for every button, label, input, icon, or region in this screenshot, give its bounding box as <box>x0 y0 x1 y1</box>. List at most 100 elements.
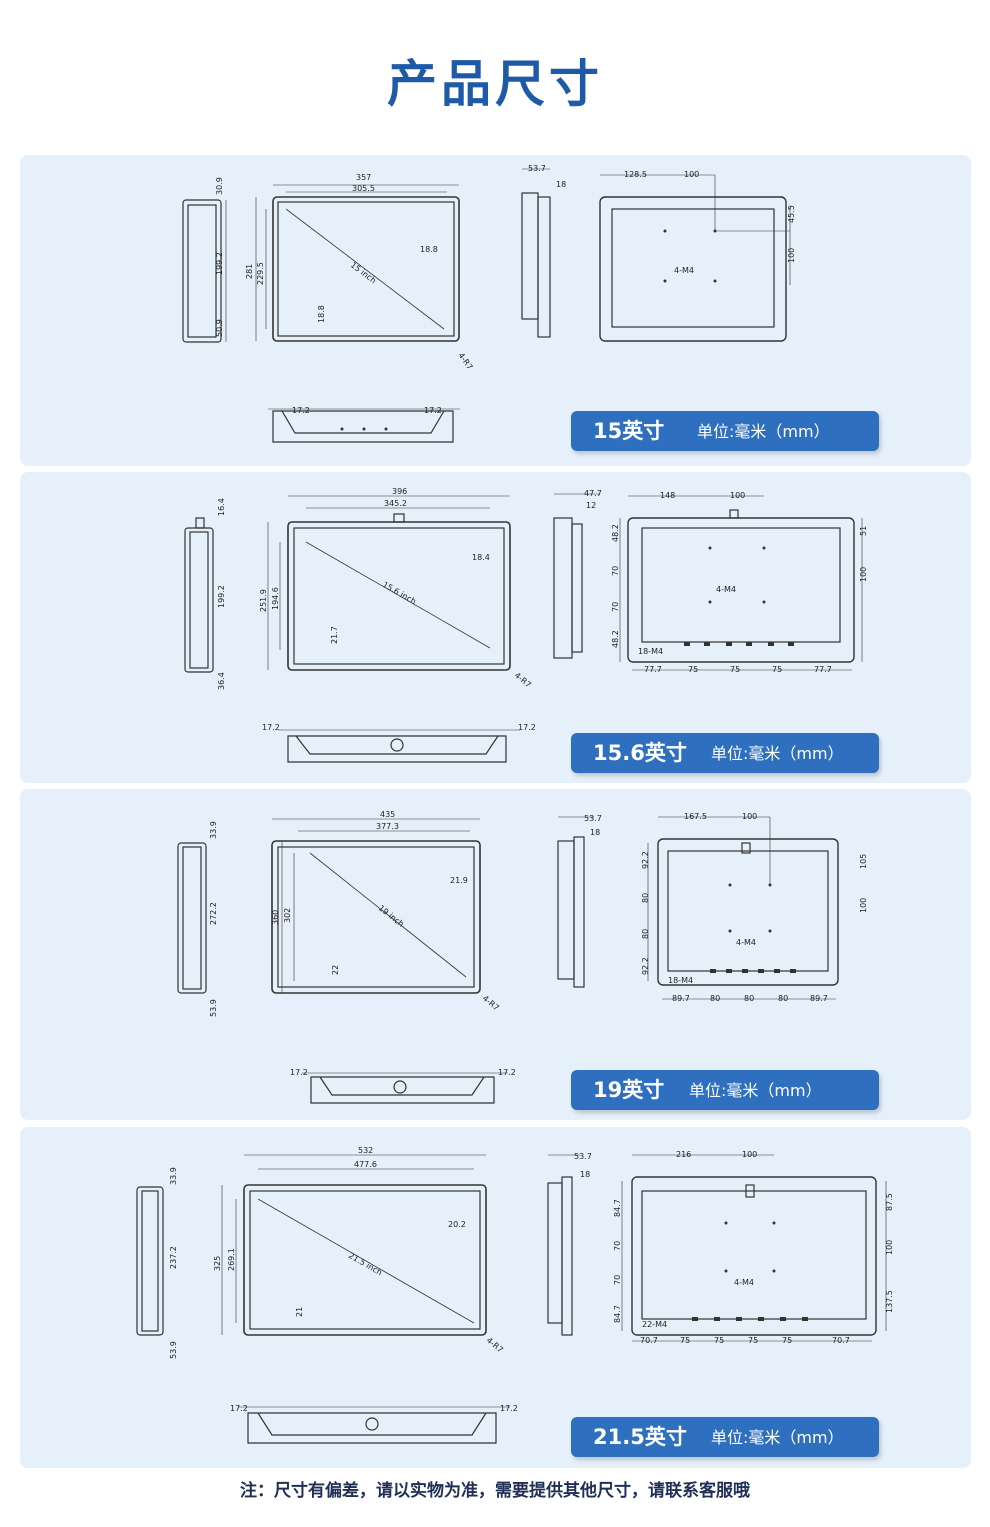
holes-label: 22-M4 <box>642 1320 667 1329</box>
dim-bot-3: 75 <box>730 665 740 674</box>
dim-bot-3: 80 <box>744 994 754 1003</box>
panel-15-inch: 30.9 199.2 50.9 357 305.5 281 229.5 18.8… <box>20 155 971 466</box>
dim-back-right-bot: 137.5 <box>885 1290 894 1313</box>
size-badge-15: 15英寸 单位:毫米（mm） <box>571 411 879 451</box>
holes-label: 18-M4 <box>638 647 663 656</box>
dim-view-width: 305.5 <box>352 184 375 193</box>
size-badge-19: 19英寸 单位:毫米（mm） <box>571 1070 879 1110</box>
dim-back-left-2: 70 <box>613 1241 622 1251</box>
dim-back-left-3: 70 <box>611 602 620 612</box>
dim-bot-5: 89.7 <box>810 994 828 1003</box>
dim-back-left: 167.5 <box>684 812 707 821</box>
dim-depth-bezel: 12 <box>586 501 596 510</box>
dim-back-left-2: 80 <box>641 893 650 903</box>
size-label: 15英寸 <box>593 419 665 443</box>
drawing-15-6-inch: 16.4 199.2 36.4 396 345.2 251.9 194.6 18… <box>184 487 868 763</box>
dim-back-left-1: 84.7 <box>613 1199 622 1217</box>
dim-side-bot: 36.4 <box>217 672 226 690</box>
dim-border-right: 21.9 <box>450 876 468 885</box>
dim-border-bottom: 22 <box>331 965 340 975</box>
dim-width: 435 <box>380 810 395 819</box>
dim-width: 357 <box>356 173 371 182</box>
dim-view-width: 377.3 <box>376 822 399 831</box>
dim-bottom-left: 17.2 <box>230 1404 248 1413</box>
dim-bottom-right: 17.2 <box>498 1068 516 1077</box>
dim-back-right-top: 87.5 <box>885 1193 894 1211</box>
page-title: 产品尺寸 <box>387 55 603 113</box>
dim-bot-2: 75 <box>688 665 698 674</box>
dim-bot-6: 70.7 <box>832 1336 850 1345</box>
dim-back-left-3: 80 <box>641 929 650 939</box>
dim-bot-3: 75 <box>714 1336 724 1345</box>
dim-back-left: 216 <box>676 1150 691 1159</box>
unit-label: 单位:毫米（mm） <box>711 744 844 763</box>
holes-label: 18-M4 <box>668 976 693 985</box>
dim-back-left-4: 48.2 <box>611 630 620 648</box>
dim-side-top: 33.9 <box>209 821 218 839</box>
footer-note: 注：尺寸有偏差，请以实物为准，需要提供其他尺寸，请联系客服哦 <box>240 1481 750 1501</box>
dim-height: 251.9 <box>259 589 268 612</box>
dim-height: 281 <box>245 264 254 279</box>
dim-side-bot: 53.9 <box>209 999 218 1017</box>
unit-label: 单位:毫米（mm） <box>697 422 830 441</box>
dim-border-right: 18.8 <box>420 245 438 254</box>
vesa-label: 4-M4 <box>734 1278 754 1287</box>
diag-label: 15 inch <box>349 260 378 285</box>
dim-view-width: 345.2 <box>384 499 407 508</box>
dim-height: 360 <box>271 910 280 925</box>
dim-bottom-right: 17.2 <box>424 406 442 415</box>
dim-back-left-1: 48.2 <box>611 524 620 542</box>
dim-bot-2: 75 <box>680 1336 690 1345</box>
dim-border-right: 20.2 <box>448 1220 466 1229</box>
panel-21-5-inch: 33.9 237.2 53.9 532 477.6 325 269.1 20.2… <box>20 1127 971 1468</box>
dim-back-left: 128.5 <box>624 170 647 179</box>
dim-depth: 53.7 <box>584 814 602 823</box>
dim-bot-5: 75 <box>782 1336 792 1345</box>
dim-depth: 53.7 <box>574 1152 592 1161</box>
dim-depth-bezel: 18 <box>556 180 566 189</box>
dim-border-bottom: 21.7 <box>330 626 339 644</box>
dim-back-left-4: 92.2 <box>641 957 650 975</box>
dim-bot-1: 70.7 <box>640 1336 658 1345</box>
size-badge-15-6: 15.6英寸 单位:毫米（mm） <box>571 733 879 773</box>
diag-label: 15.6 inch <box>381 580 418 606</box>
radius-label: 4-R7 <box>456 351 474 371</box>
dim-bot-4: 80 <box>778 994 788 1003</box>
vesa-label: 4-M4 <box>674 266 694 275</box>
dim-depth: 53.7 <box>528 164 546 173</box>
dim-side-top: 30.9 <box>215 177 224 195</box>
dim-depth-bezel: 18 <box>590 828 600 837</box>
dim-bottom-left: 17.2 <box>262 723 280 732</box>
radius-label: 4-R7 <box>481 994 501 1013</box>
dim-bot-5: 77.7 <box>814 665 832 674</box>
dim-bot-4: 75 <box>772 665 782 674</box>
dim-border-right: 18.4 <box>472 553 490 562</box>
dim-side-mid: 199.2 <box>217 585 226 608</box>
dim-side-top: 16.4 <box>217 498 226 516</box>
drawing-19-inch: 33.9 272.2 53.9 435 377.3 360 302 21.9 2… <box>177 810 868 1104</box>
dim-back-right-mid: 100 <box>787 248 796 263</box>
dim-back-hole: 100 <box>730 491 745 500</box>
radius-label: 4-R7 <box>513 671 533 690</box>
dim-back-right-top: 105 <box>859 854 868 869</box>
panel-15-6-inch: 16.4 199.2 36.4 396 345.2 251.9 194.6 18… <box>20 472 971 783</box>
dim-height: 325 <box>213 1256 222 1271</box>
vesa-label: 4-M4 <box>716 585 736 594</box>
unit-label: 单位:毫米（mm） <box>689 1081 822 1100</box>
unit-label: 单位:毫米（mm） <box>711 1428 844 1447</box>
panel-19-inch: 33.9 272.2 53.9 435 377.3 360 302 21.9 2… <box>20 789 971 1120</box>
drawing-21-5-inch: 33.9 237.2 53.9 532 477.6 325 269.1 20.2… <box>136 1146 894 1444</box>
radius-label: 4-R7 <box>485 1336 505 1355</box>
dim-back-left-1: 92.2 <box>641 851 650 869</box>
dim-bottom-right: 17.2 <box>518 723 536 732</box>
dim-side-mid: 237.2 <box>169 1246 178 1269</box>
size-badge-21-5: 21.5英寸 单位:毫米（mm） <box>571 1417 879 1457</box>
dim-border-bottom: 18.8 <box>317 305 326 323</box>
dim-border-bottom: 21 <box>295 1307 304 1317</box>
dim-back-left-2: 70 <box>611 566 620 576</box>
dim-bot-1: 77.7 <box>644 665 662 674</box>
dim-bot-2: 80 <box>710 994 720 1003</box>
dim-view-height: 302 <box>283 908 292 923</box>
dim-view-width: 477.6 <box>354 1160 377 1169</box>
dim-bot-4: 75 <box>748 1336 758 1345</box>
